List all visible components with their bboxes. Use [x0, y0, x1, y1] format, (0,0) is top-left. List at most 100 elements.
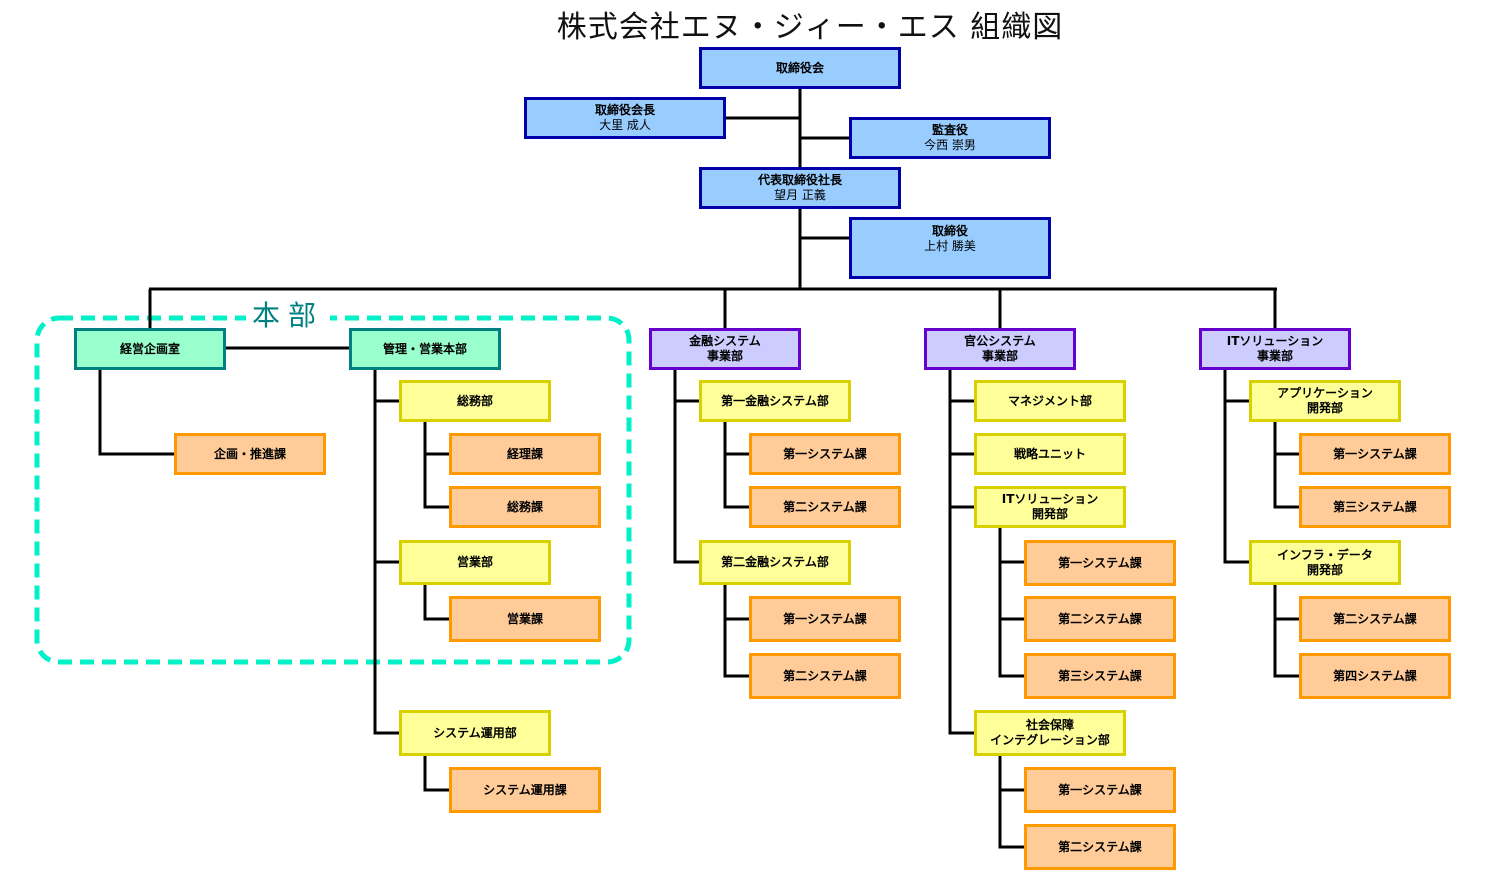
box-label: 第一システム課 [1058, 782, 1142, 797]
department-box[interactable]: ITソリューション 開発部 [974, 486, 1126, 528]
department-box[interactable]: 総務部 [399, 380, 551, 422]
division-box-it-solutions[interactable]: ITソリューション 事業部 [1199, 328, 1351, 370]
division-box-government[interactable]: 官公システム 事業部 [924, 328, 1076, 370]
connector [1223, 368, 1252, 564]
department-box[interactable]: 第二金融システム部 [699, 540, 851, 585]
department-box[interactable]: 営業部 [399, 540, 551, 585]
box-label: 第三システム課 [1333, 499, 1417, 514]
box-label: 営業課 [506, 611, 543, 626]
honbu-group-outline [34, 315, 632, 665]
box-label: 第三システム課 [1058, 668, 1142, 683]
box-label: 事業部 [706, 349, 743, 363]
president-box[interactable]: 代表取締役社長 望月 正義 [699, 167, 901, 209]
box-label: ITソリューション [1226, 334, 1324, 348]
box-label: システム運用部 [433, 725, 517, 740]
box-label: システム運用課 [483, 782, 567, 797]
box-label: 営業部 [456, 555, 493, 569]
box-label: インフラ・データ [1277, 547, 1373, 562]
department-box[interactable]: システム運用部 [399, 710, 551, 756]
connector [998, 527, 1027, 678]
department-box[interactable]: 戦略ユニット [974, 433, 1126, 475]
page-title: 株式会社エヌ・ジィー・エス 組織図 [556, 10, 1064, 45]
box-label: 開発部 [1031, 507, 1068, 521]
section-box[interactable]: 第三システム課 [1299, 486, 1451, 528]
department-box[interactable]: インフラ・データ 開発部 [1249, 540, 1401, 585]
box-label: 第二システム課 [1058, 611, 1142, 626]
auditor-title: 監査役 [931, 123, 968, 137]
department-box[interactable]: 社会保障 インテグレーション部 [974, 710, 1126, 756]
box-label: 総務部 [456, 393, 493, 408]
director-box[interactable]: 取締役 上村 勝美 [849, 217, 1051, 279]
director-title: 取締役 [931, 224, 968, 238]
section-box[interactable]: システム運用課 [449, 767, 601, 813]
honbu-group-label: 本部 [246, 298, 331, 334]
board-box[interactable]: 取締役会 [699, 47, 901, 89]
department-box[interactable]: アプリケーション 開発部 [1249, 380, 1401, 422]
section-box[interactable]: 第二システム課 [1024, 824, 1176, 870]
box-label: 第一システム課 [1058, 555, 1142, 570]
connector [673, 368, 702, 564]
box-label: 第一金融システム部 [721, 393, 829, 408]
connector [98, 368, 177, 456]
chairman-title: 取締役会長 [594, 103, 655, 117]
box-label: 戦略ユニット [1013, 446, 1086, 461]
department-box[interactable]: 第一金融システム部 [699, 380, 851, 422]
connector [373, 368, 402, 735]
box-label: アプリケーション [1277, 386, 1373, 400]
section-box[interactable]: 第二システム課 [1024, 596, 1176, 642]
box-label: 社会保障 [1025, 718, 1074, 732]
section-box[interactable]: 第二システム課 [1299, 596, 1451, 642]
box-label: 開発部 [1306, 562, 1343, 577]
president-title: 代表取締役社長 [757, 173, 842, 187]
box-label: 管理・営業本部 [382, 341, 467, 356]
section-box[interactable]: 営業課 [449, 596, 601, 642]
box-label: 企画・推進課 [213, 446, 286, 461]
box-label: 事業部 [981, 349, 1018, 363]
connector [998, 754, 1027, 849]
section-box[interactable]: 第一システム課 [1299, 433, 1451, 475]
section-box[interactable]: 第四システム課 [1299, 653, 1451, 699]
admin-sales-hq-box[interactable]: 管理・営業本部 [349, 328, 501, 370]
connector [723, 420, 752, 509]
box-label: 第二システム課 [783, 668, 867, 683]
section-box[interactable]: 経理課 [449, 433, 601, 475]
auditor-box[interactable]: 監査役 今西 崇男 [849, 117, 1051, 159]
connector [423, 754, 452, 792]
board-title: 取締役会 [775, 60, 824, 75]
box-label: 事業部 [1256, 349, 1293, 363]
chairman-box[interactable]: 取締役会長 大里 成人 [524, 97, 726, 139]
connector [423, 583, 452, 621]
section-box[interactable]: 第一システム課 [749, 596, 901, 642]
box-label: 金融システム [689, 334, 761, 348]
department-box[interactable]: マネジメント部 [974, 380, 1126, 422]
connector [423, 420, 452, 509]
box-label: 開発部 [1306, 401, 1343, 415]
section-box[interactable]: 第一システム課 [1024, 767, 1176, 813]
connector [723, 583, 752, 678]
box-label: マネジメント部 [1007, 393, 1092, 408]
chairman-name: 大里 成人 [599, 118, 651, 132]
box-label: 第四システム課 [1333, 668, 1417, 683]
section-box[interactable]: 第一システム課 [1024, 540, 1176, 586]
box-label: 官公システム [964, 334, 1036, 348]
section-box[interactable]: 第二システム課 [749, 653, 901, 699]
box-label: 経営企画室 [119, 341, 180, 356]
box-label: 第一システム課 [783, 446, 867, 461]
section-box[interactable]: 企画・推進課 [174, 433, 326, 475]
box-label: 総務課 [506, 499, 543, 514]
director-name: 上村 勝美 [924, 239, 976, 253]
section-box[interactable]: 第一システム課 [749, 433, 901, 475]
auditor-name: 今西 崇男 [924, 138, 976, 152]
section-box[interactable]: 第三システム課 [1024, 653, 1176, 699]
box-label: 第一システム課 [783, 611, 867, 626]
connector [948, 368, 977, 735]
box-label: インテグレーション部 [990, 733, 1110, 747]
planning-office-box[interactable]: 経営企画室 [74, 328, 226, 370]
division-box-finance[interactable]: 金融システム 事業部 [649, 328, 801, 370]
box-label: 第二システム課 [1058, 839, 1142, 854]
section-box[interactable]: 総務課 [449, 486, 601, 528]
section-box[interactable]: 第二システム課 [749, 486, 901, 528]
box-label: ITソリューション [1001, 492, 1099, 506]
